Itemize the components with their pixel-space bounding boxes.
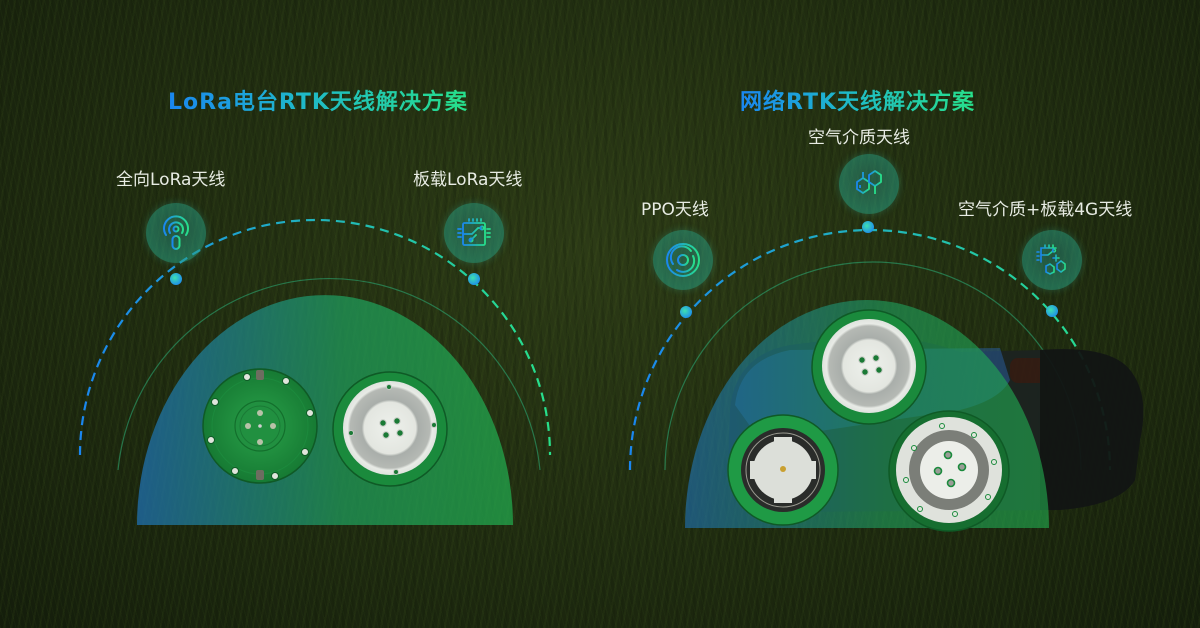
- left-dashed-arc: [78, 218, 552, 456]
- lora-onboard-pcb-product: [332, 371, 448, 487]
- molecule-icon: [839, 154, 899, 214]
- right-dot-3: [1046, 305, 1058, 317]
- air-dielectric-4g-antenna-label: 空气介质+板载4G天线: [958, 200, 1133, 220]
- omni-antenna-icon: [146, 203, 206, 263]
- circuit-board-icon: [444, 203, 504, 263]
- left-thin-arc: [117, 277, 541, 471]
- onboard-lora-antenna-label: 板载LoRa天线: [413, 170, 523, 190]
- lora-omni-pcb-product: [202, 368, 318, 484]
- omni-lora-antenna-label: 全向LoRa天线: [116, 170, 226, 190]
- left-panel-title: LoRa电台RTK天线解决方案: [168, 84, 468, 116]
- right-dot-1: [680, 306, 692, 318]
- air-dielectric-4g-product: [888, 410, 1010, 532]
- circuit-molecule-icon: [1022, 230, 1082, 290]
- ppo-top-product: [811, 309, 927, 425]
- left-dot-2: [468, 273, 480, 285]
- concentric-rings-icon: [653, 230, 713, 290]
- right-dot-2: [862, 221, 874, 233]
- right-panel-title: 网络RTK天线解决方案: [740, 84, 975, 116]
- left-dot-1: [170, 273, 182, 285]
- air-dielectric-product: [727, 414, 839, 526]
- left-halo: [137, 295, 513, 525]
- ppo-antenna-label: PPO天线: [641, 200, 709, 220]
- air-dielectric-antenna-label: 空气介质天线: [808, 128, 910, 148]
